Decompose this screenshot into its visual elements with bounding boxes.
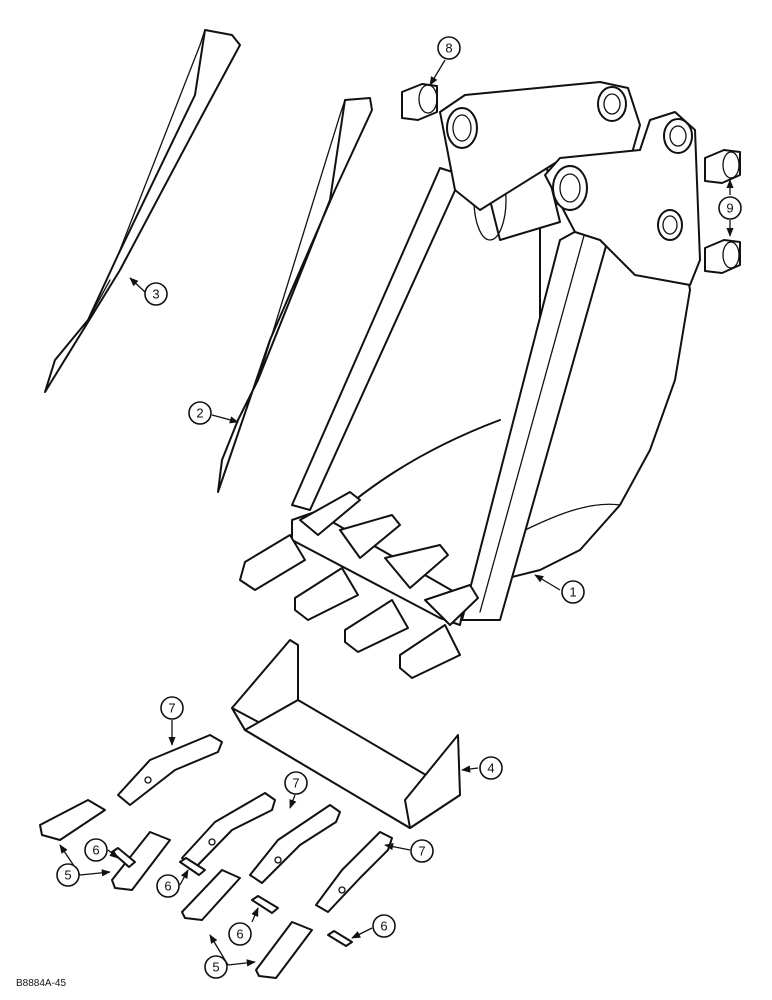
svg-text:6: 6 (380, 919, 387, 934)
pin-6d (327, 930, 353, 947)
side-cutter-2 (217, 97, 373, 493)
pin-6c (251, 895, 279, 914)
callout-3: 3 (144, 282, 168, 306)
callout-9: 9 (718, 196, 742, 220)
tooth-5b (111, 831, 171, 891)
leader-lines (59, 59, 734, 967)
bucket-1 (239, 81, 701, 679)
svg-text:3: 3 (152, 287, 159, 302)
callout-8: 8 (437, 36, 461, 60)
svg-text:8: 8 (445, 41, 452, 56)
wear-plate-4 (231, 639, 461, 829)
figure-code: B8884A-45 (16, 978, 66, 989)
callout-4: 4 (479, 756, 503, 780)
svg-text:6: 6 (236, 927, 243, 942)
svg-text:7: 7 (168, 701, 175, 716)
callout-7a: 7 (160, 696, 184, 720)
svg-text:5: 5 (64, 868, 71, 883)
svg-text:7: 7 (418, 844, 425, 859)
bushing-9-lower (704, 239, 741, 274)
callout-5a: 5 (56, 863, 80, 887)
svg-text:7: 7 (292, 776, 299, 791)
callout-5b: 5 (204, 955, 228, 979)
svg-text:5: 5 (212, 960, 219, 975)
tooth-adapter-7d (315, 831, 393, 913)
pin-6b (179, 857, 206, 876)
callout-2: 2 (188, 401, 212, 425)
tooth-adapter-7c (249, 804, 341, 884)
svg-text:4: 4 (487, 761, 494, 776)
callout-7b: 7 (284, 771, 308, 795)
callout-7c: 7 (410, 839, 434, 863)
callout-6c: 6 (228, 922, 252, 946)
tooth-5d (255, 921, 313, 979)
svg-text:6: 6 (164, 879, 171, 894)
callout-6d: 6 (372, 914, 396, 938)
tooth-adapter-7b (181, 792, 276, 869)
bushing-8 (401, 83, 438, 121)
callout-6b: 6 (156, 874, 180, 898)
side-cutter-3 (44, 29, 241, 393)
svg-text:6: 6 (92, 843, 99, 858)
bushing-9-upper (704, 149, 741, 184)
tooth-5c (181, 869, 241, 921)
svg-text:9: 9 (726, 201, 733, 216)
callout-1: 1 (561, 580, 585, 604)
callout-6a: 6 (84, 838, 108, 862)
tooth-adapter-7a (117, 734, 223, 806)
tooth-5a (39, 799, 106, 841)
svg-text:2: 2 (196, 406, 203, 421)
svg-text:1: 1 (569, 585, 576, 600)
